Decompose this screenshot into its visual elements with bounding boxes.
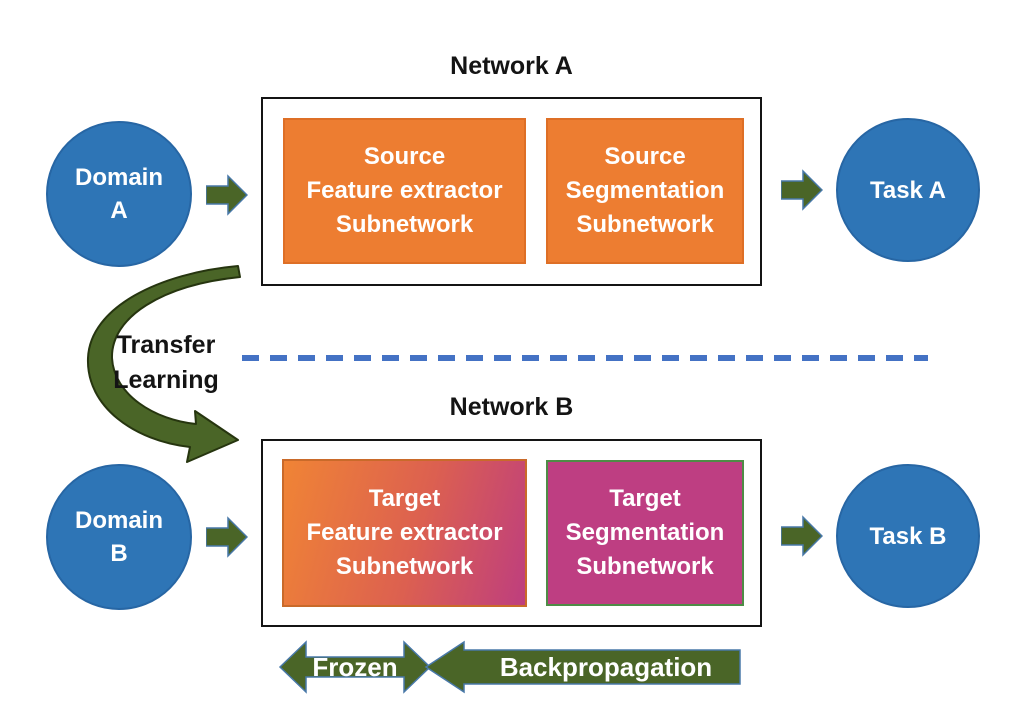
source-feature-line3: Subnetwork	[335, 211, 474, 238]
source-segmentation-line3: Subnetwork	[576, 211, 714, 238]
source-feature-extractor-box: Source Feature extractor Subnetwork	[283, 118, 526, 264]
target-segmentation-line1: Target	[609, 485, 681, 512]
transfer-learning-arrow-icon	[86, 265, 241, 463]
task-b-label: Task B	[869, 522, 947, 550]
target-feature-line1: Target	[368, 485, 441, 512]
target-segmentation-line3: Subnetwork	[576, 553, 714, 580]
domain-b-label-line2: B	[110, 540, 128, 567]
output-arrow-a-icon	[781, 169, 823, 211]
input-arrow-b-icon	[206, 516, 248, 558]
frozen-arrow-icon: Frozen	[278, 640, 432, 694]
task-b-circle: Task B	[836, 464, 980, 608]
transfer-learning-line2: Learning	[113, 366, 219, 394]
source-feature-line1: Source	[363, 143, 446, 170]
backpropagation-arrow-icon: Backpropagation	[424, 640, 741, 694]
target-feature-line2: Feature extractor	[306, 519, 503, 546]
task-a-label: Task A	[869, 176, 947, 204]
network-b-title: Network B	[449, 393, 574, 421]
source-feature-line2: Feature extractor	[306, 177, 503, 204]
source-segmentation-box: Source Segmentation Subnetwork	[546, 118, 744, 264]
domain-b-label-line1: Domain	[74, 507, 163, 534]
frozen-label: Frozen	[312, 652, 397, 682]
domain-a-circle: Domain A	[46, 121, 192, 267]
input-arrow-a-icon	[206, 174, 248, 216]
network-a-title: Network A	[450, 52, 573, 80]
target-segmentation-box: Target Segmentation Subnetwork	[546, 460, 744, 606]
output-arrow-b-icon	[781, 515, 823, 557]
domain-a-label-line2: A	[110, 197, 128, 224]
domain-b-circle: Domain B	[46, 464, 192, 610]
source-segmentation-line1: Source	[604, 143, 686, 170]
backpropagation-label: Backpropagation	[500, 652, 712, 682]
target-feature-extractor-box: Target Feature extractor Subnetwork	[282, 459, 527, 607]
target-feature-line3: Subnetwork	[335, 553, 474, 580]
source-segmentation-line2: Segmentation	[565, 177, 725, 204]
transfer-learning-line1: Transfer	[116, 331, 216, 359]
transfer-learning-label: Transfer Learning	[98, 328, 234, 398]
task-a-circle: Task A	[836, 118, 980, 262]
domain-a-label-line1: Domain	[74, 164, 163, 191]
domain-separator-dashed-line	[242, 355, 928, 361]
target-segmentation-line2: Segmentation	[565, 519, 725, 546]
